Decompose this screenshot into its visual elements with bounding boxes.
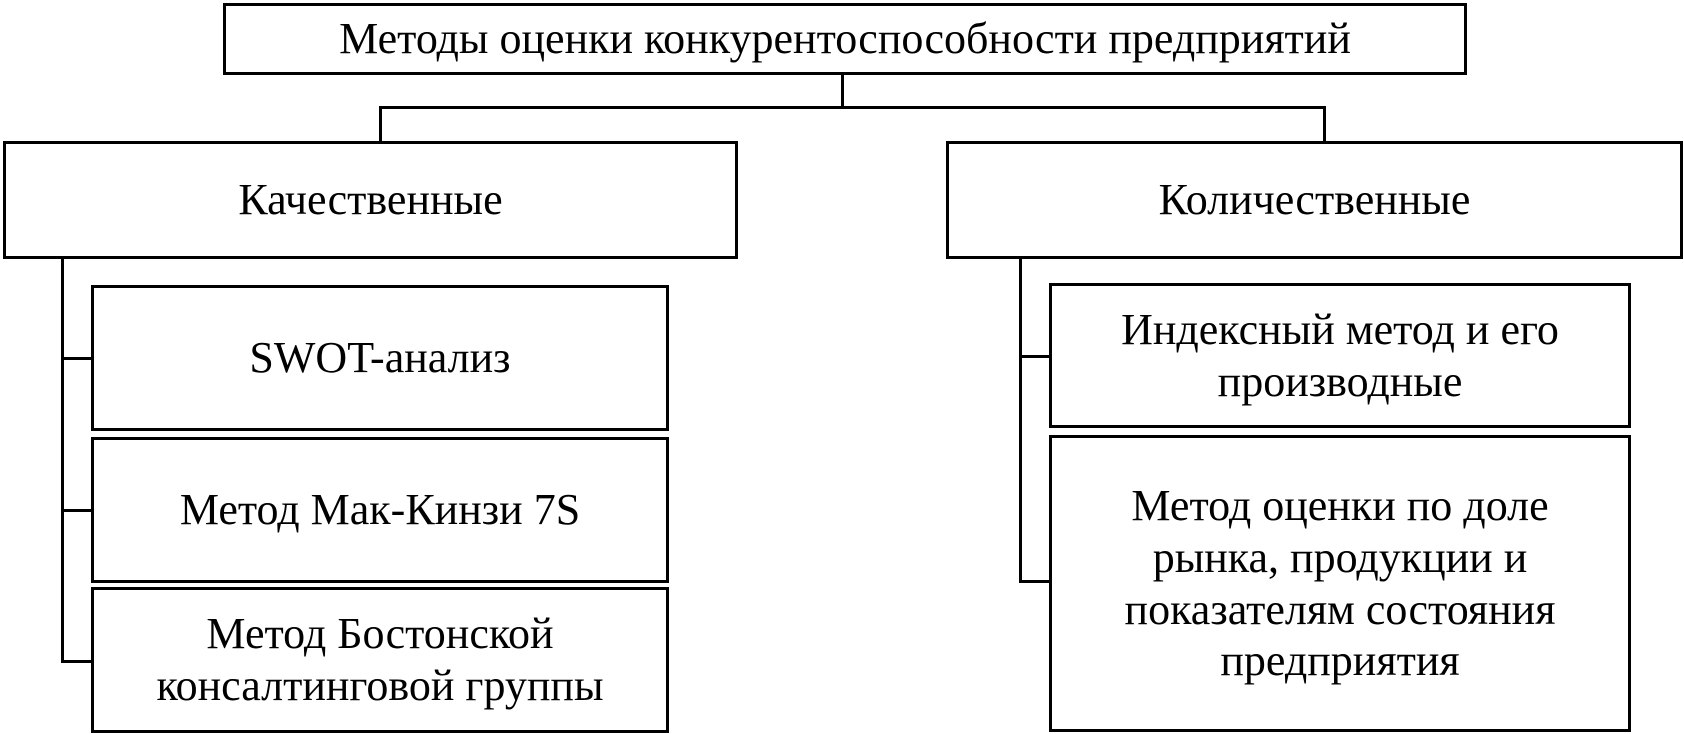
qualitative-drop-line bbox=[379, 106, 382, 141]
qualitative-spine-line bbox=[61, 259, 64, 663]
market-share-method-label-line-4: предприятия bbox=[1220, 636, 1460, 686]
quantitative-drop-line bbox=[1323, 106, 1326, 141]
root-node-label: Методы оценки конкурентоспособности пред… bbox=[339, 14, 1351, 64]
qualitative-node: Качественные bbox=[3, 141, 738, 259]
quantitative-tick-1 bbox=[1019, 355, 1049, 358]
quantitative-spine-line bbox=[1019, 256, 1022, 583]
market-share-method-node: Метод оценки по доле рынка, продукции и … bbox=[1049, 435, 1631, 732]
swot-analysis-label: SWOT-анализ bbox=[249, 333, 511, 383]
market-share-method-label-line-3: показателям состояния bbox=[1124, 584, 1556, 634]
bcg-method-node: Метод Бостонской консалтинговой группы bbox=[91, 587, 669, 733]
bcg-method-label-line-1: Метод Бостонской bbox=[206, 609, 554, 659]
mckinsey-7s-label: Метод Мак-Кинзи 7S bbox=[179, 485, 581, 535]
index-method-node: Индексный метод и его производные bbox=[1049, 283, 1631, 428]
qualitative-tick-2 bbox=[61, 509, 91, 512]
index-method-label-line-1: Индексный метод и его bbox=[1121, 304, 1559, 354]
root-node: Методы оценки конкурентоспособности пред… bbox=[223, 3, 1467, 75]
qualitative-tick-3 bbox=[61, 660, 91, 663]
bcg-method-label-line-2: консалтинговой группы bbox=[156, 661, 604, 710]
market-share-method-label-line-2: рынка, продукции и bbox=[1152, 532, 1528, 582]
quantitative-node-label: Количественные bbox=[1158, 175, 1471, 225]
branch-bus-line bbox=[379, 106, 1326, 109]
qualitative-tick-1 bbox=[61, 357, 91, 360]
qualitative-node-label: Качественные bbox=[238, 175, 503, 225]
root-stem-line bbox=[841, 75, 844, 108]
quantitative-node: Количественные bbox=[946, 141, 1683, 259]
index-method-label-line-2: производные bbox=[1217, 356, 1463, 406]
mckinsey-7s-node: Метод Мак-Кинзи 7S bbox=[91, 437, 669, 583]
market-share-method-label-line-1: Метод оценки по доле bbox=[1131, 480, 1549, 530]
quantitative-tick-2 bbox=[1019, 580, 1049, 583]
swot-analysis-node: SWOT-анализ bbox=[91, 285, 669, 431]
